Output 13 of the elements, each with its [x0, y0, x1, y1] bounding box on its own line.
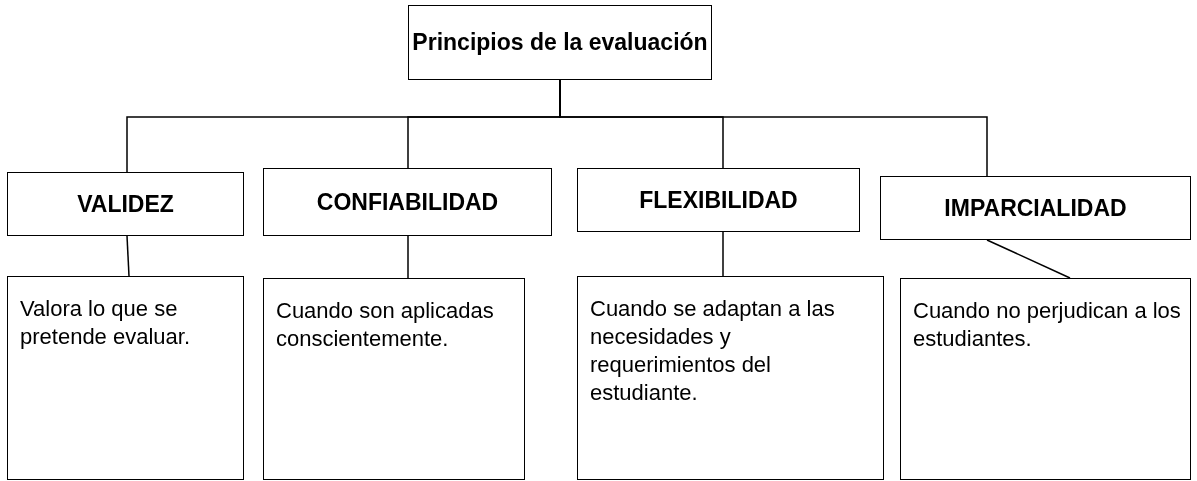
principle-box: CONFIABILIDAD	[263, 168, 552, 236]
connector-line	[407, 235, 409, 279]
connector-line	[986, 239, 1071, 279]
description-box: Cuando no perjudican a los estudiantes.	[900, 278, 1191, 480]
principle-box: VALIDEZ	[7, 172, 244, 236]
connector-line	[722, 231, 724, 277]
principle-box: IMPARCIALIDAD	[880, 176, 1191, 240]
description-box: Cuando son aplicadas conscientemente.	[263, 278, 525, 480]
principle-box: FLEXIBILIDAD	[577, 168, 860, 232]
connector-line	[126, 235, 130, 277]
description-box: Cuando se adaptan a las necesidades y requerimientos del estudiante.	[577, 276, 884, 480]
title-box: Principios de la evaluación	[408, 5, 712, 80]
description-box: Valora lo que se pretende evaluar.	[7, 276, 244, 480]
